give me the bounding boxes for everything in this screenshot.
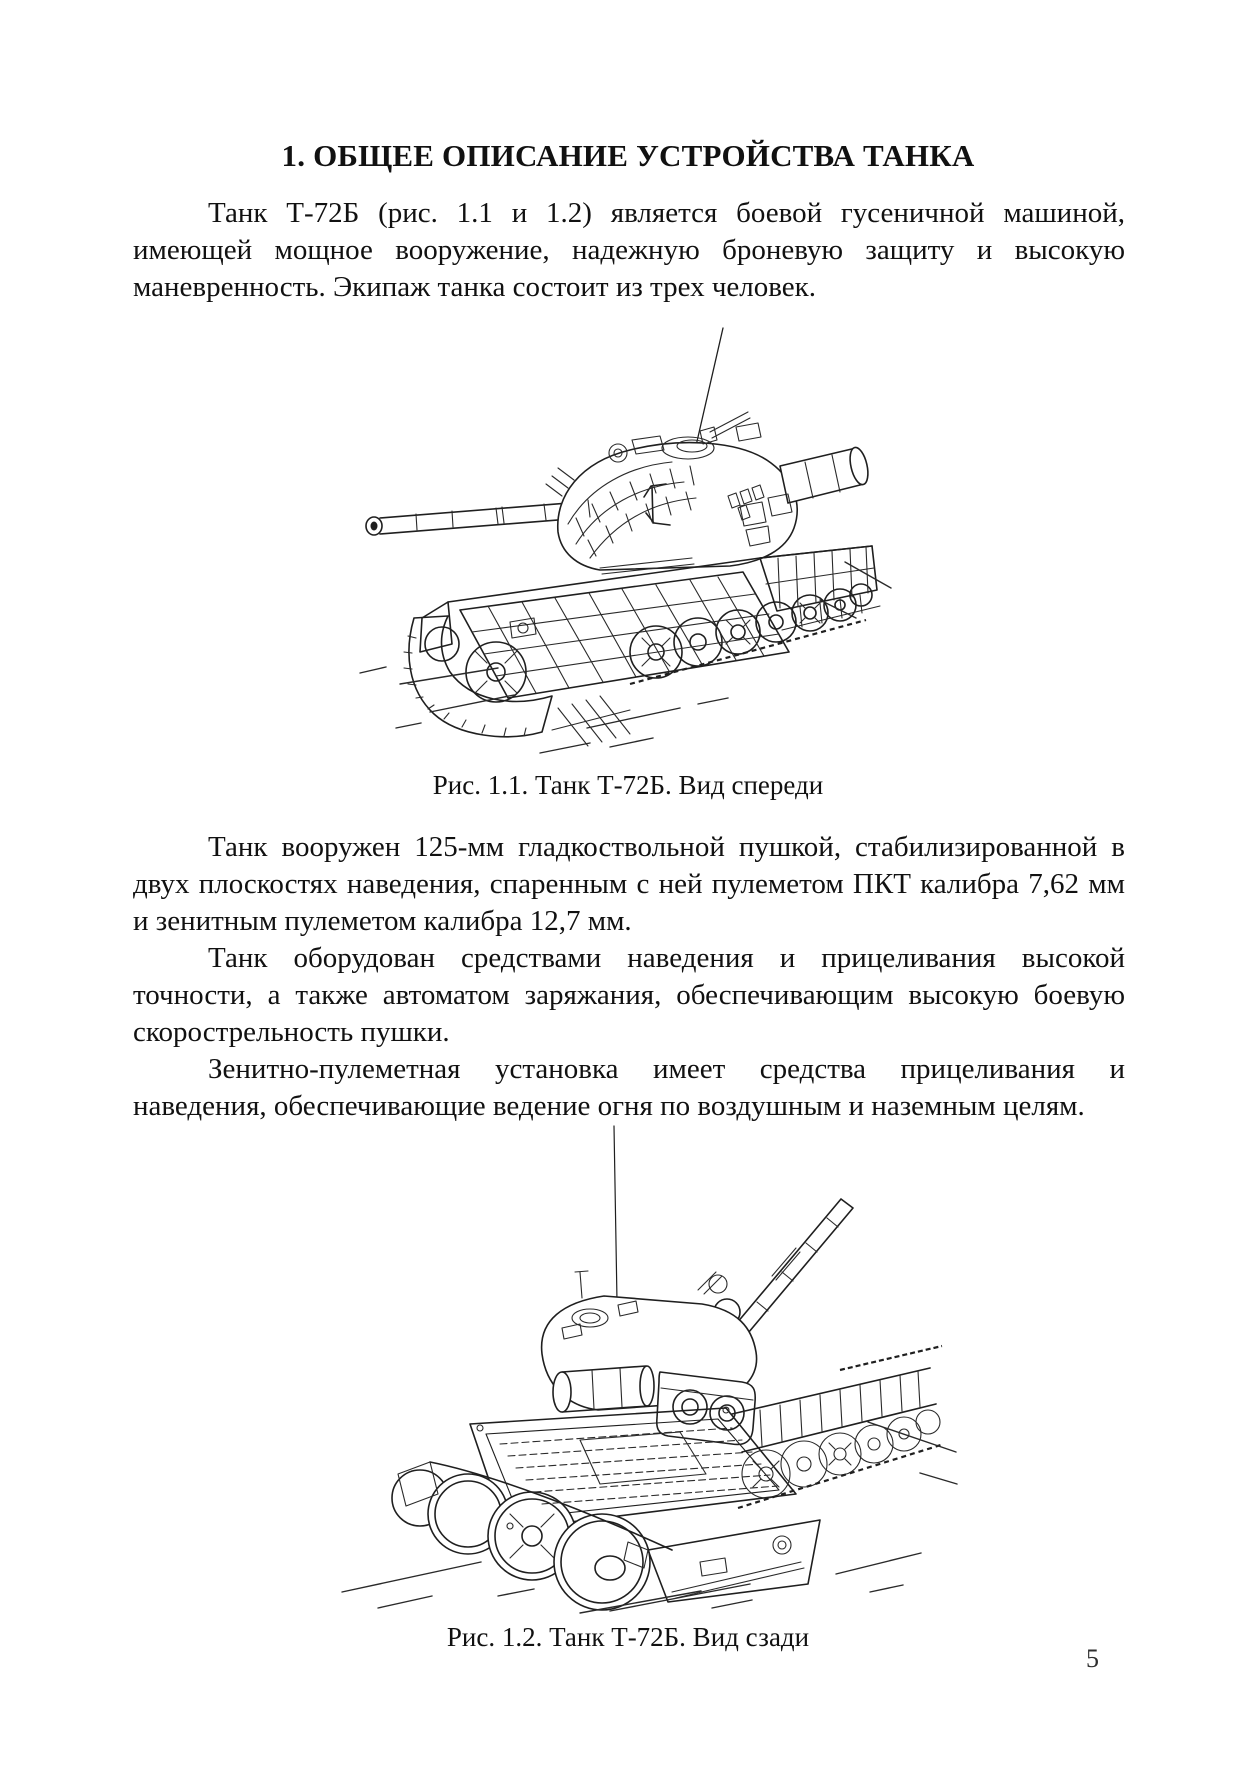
figure-caption-2: Рис. 1.2. Танк Т-72Б. Вид сзади [446,1622,810,1652]
paragraph: Танк Т-72Б (рис. 1.1 и 1.2) является бое… [133,197,1125,303]
paragraph: Танк вооружен 125-мм гладкоствольной пуш… [133,831,1125,937]
figure-tank-front [300,300,960,770]
figure-caption-1: Рис. 1.1. Танк Т-72Б. Вид спереди [432,770,824,800]
section-title: 1. ОБЩЕЕ ОПИСАНИЕ УСТРОЙСТВА ТАНКА [281,138,975,173]
paragraph: Зенитно-пулеметная установка имеет средс… [133,1053,1125,1122]
figure-tank-rear [280,1122,960,1617]
tank-rear-view-illustration [341,1125,958,1614]
paragraph: Танк оборудован средствами наведения и п… [133,942,1125,1048]
main-paragraph-block: Танк вооружен 125-мм гладкоствольной пуш… [133,829,1125,1125]
page-number: 5 [1086,1644,1099,1673]
intro-paragraph-block: Танк Т-72Б (рис. 1.1 и 1.2) является бое… [133,195,1125,306]
tank-front-view-illustration [359,327,892,754]
